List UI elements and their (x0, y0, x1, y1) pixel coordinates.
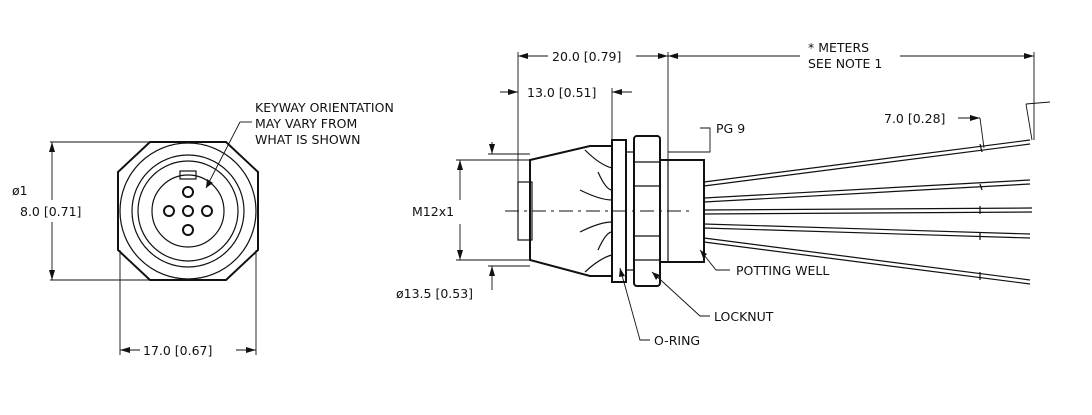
dim-arrow-left (120, 347, 130, 353)
width-front-label: 17.0 [0.67] (143, 343, 212, 358)
front-insert (151, 174, 225, 248)
locknut-arrow (652, 272, 660, 280)
front-ring-3 (137, 160, 239, 262)
m12-arrow-bottom (457, 250, 463, 260)
front-ring-2 (131, 154, 245, 268)
potting-arrow (700, 250, 707, 258)
wire-2 (703, 179, 1031, 199)
keyway-label-2: MAY VARY FROM (255, 116, 357, 131)
rib-3 (579, 221, 613, 233)
wire-1b (703, 143, 1031, 187)
dimm-arrow-l (668, 53, 678, 59)
front-nut-outline (117, 141, 259, 281)
dim20-arrow-r (658, 53, 668, 59)
wire-3b (703, 211, 1033, 215)
len-total-label: 20.0 [0.79] (552, 49, 621, 64)
thread-label: M12x1 (412, 204, 454, 219)
meters-label-2: SEE NOTE 1 (808, 56, 882, 71)
wire-5 (703, 237, 1031, 281)
dia-value-label: 8.0 [0.71] (20, 204, 81, 219)
oring-arrow (619, 268, 625, 277)
dia-body-label: ø13.5 [0.53] (396, 286, 473, 301)
wire-4b (703, 227, 1031, 239)
dim-arrow-bottom (49, 270, 55, 280)
strip-mark-2 (979, 183, 983, 191)
front-outer-ring (119, 142, 257, 280)
locknut-label: LOCKNUT (714, 309, 774, 324)
pg-label: PG 9 (716, 121, 745, 136)
front-keyway (179, 170, 197, 180)
dim7-line-2 (1025, 101, 1051, 105)
dim7-ext-2 (1025, 103, 1033, 141)
pin-bottom (182, 224, 194, 236)
dim7-ext-1 (979, 117, 985, 149)
rib-5 (597, 171, 613, 191)
dim13-arrow-l (508, 89, 518, 95)
oring-label: O-RING (654, 333, 700, 348)
oring-leader (619, 267, 650, 341)
wire-4 (703, 223, 1031, 235)
wire-1 (703, 139, 1031, 183)
side-view (456, 52, 1051, 341)
front-view (49, 121, 259, 355)
potting-label: POTTING WELL (736, 263, 829, 278)
wire-2b (703, 183, 1031, 203)
m12-arrow-top (457, 160, 463, 170)
meters-label-1: * METERS (808, 40, 869, 55)
pg-leader (668, 127, 711, 153)
rib-6 (597, 231, 613, 251)
dim20-arrow-l (518, 53, 528, 59)
front-cap (517, 181, 533, 241)
strip-len-label: 7.0 [0.28] (884, 111, 945, 126)
rib-1 (584, 149, 613, 169)
keyway-label-1: KEYWAY ORIENTATION (255, 100, 394, 115)
pin-top (182, 186, 194, 198)
potting-leader (699, 249, 730, 271)
keyway-arrow (206, 179, 213, 188)
pin-right (201, 205, 213, 217)
len-body-label: 13.0 [0.51] (527, 85, 596, 100)
rear-housing (659, 159, 705, 263)
pin-center (182, 205, 194, 217)
rib-4 (584, 254, 613, 273)
locknut-leader (651, 271, 710, 317)
dia-symbol-label: ø1 (12, 183, 28, 198)
wire-3 (703, 207, 1033, 211)
keyway-label-3: WHAT IS SHOWN (255, 132, 360, 147)
dim-arrow-right (246, 347, 256, 353)
wires (703, 139, 1033, 285)
strip-mark-1 (979, 143, 983, 153)
wire-5b (703, 241, 1031, 285)
dim-arrow-top (49, 142, 55, 152)
d135-arrow-top (489, 144, 495, 154)
dim7-arrow (970, 115, 980, 121)
d135-arrow-bottom (489, 266, 495, 276)
dimm-arrow-r (1024, 53, 1034, 59)
dim13-arrow-r (612, 89, 622, 95)
keyway-leader (205, 121, 241, 189)
rib-2 (579, 189, 613, 201)
pin-left (163, 205, 175, 217)
